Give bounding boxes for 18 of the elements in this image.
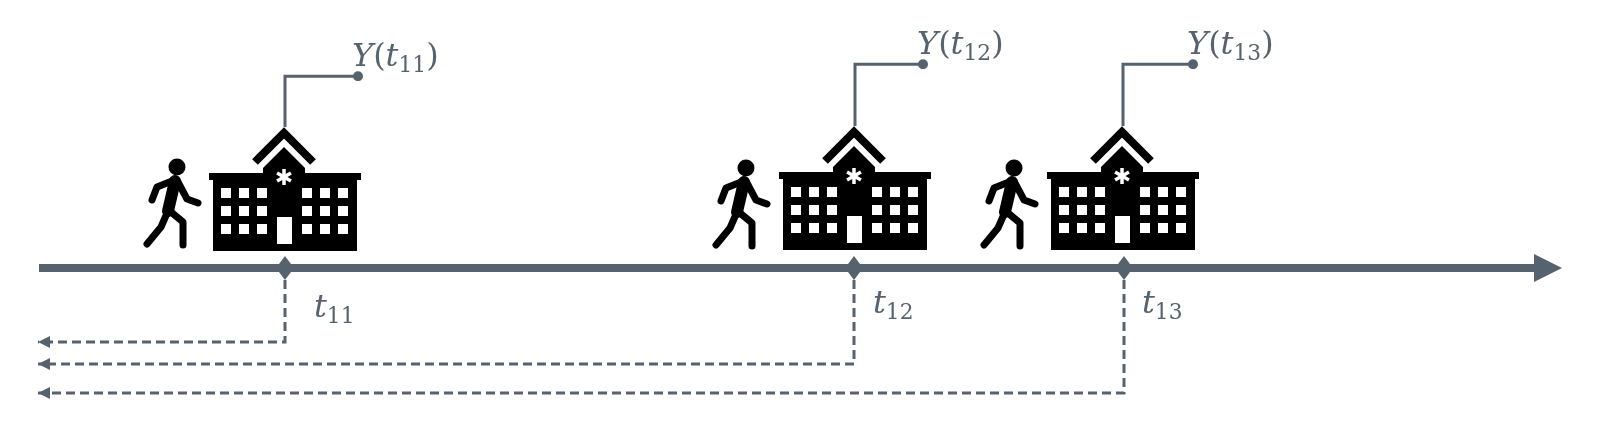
hospital-icon <box>1047 126 1199 250</box>
time-label: t$_{12}$ <box>873 285 914 321</box>
measurement-label: Y(t$_{12}$) <box>917 26 1004 62</box>
hospital-icon <box>779 126 931 250</box>
measurement-label: Y(t$_{13}$) <box>1187 26 1274 62</box>
time-label: t$_{13}$ <box>1142 285 1183 321</box>
tick-diamond <box>1115 256 1133 280</box>
dashed-arrow <box>38 280 287 348</box>
leader-line <box>853 59 928 126</box>
tick-diamond <box>845 256 863 280</box>
hospital-icon <box>209 127 361 251</box>
measurement-label: Y(t$_{11}$) <box>352 38 439 74</box>
time-label: t$_{11}$ <box>314 289 355 325</box>
tick-diamond <box>276 256 294 280</box>
dashed-arrow <box>38 280 856 370</box>
leader-line <box>1121 59 1198 126</box>
dashed-arrow <box>38 280 1126 399</box>
leader-line <box>283 71 363 127</box>
